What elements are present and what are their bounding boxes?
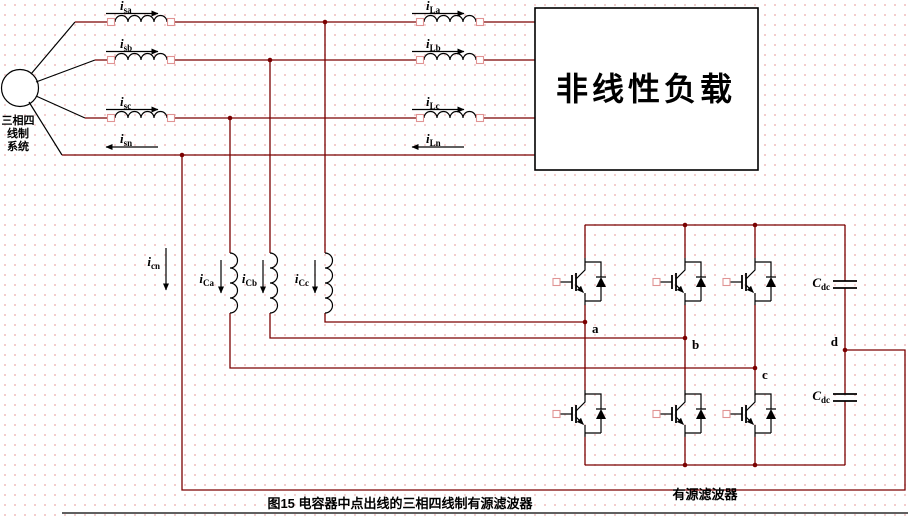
inductor-Ca <box>229 252 239 314</box>
label-node-d: d <box>831 334 839 349</box>
inductor-sa <box>114 14 168 23</box>
label-ica: iCa <box>199 271 214 288</box>
label-isc: isc <box>120 94 131 111</box>
label-node-c: c <box>762 367 768 382</box>
filter-tap-wires <box>229 22 326 253</box>
current-labels: isa isb isc isn iLa iLb iLc iLn iCa iCb … <box>120 0 441 288</box>
junction-dots <box>179 19 848 468</box>
generator-feeders <box>28 21 96 156</box>
label-isa: isa <box>120 0 132 15</box>
source-inductors <box>114 14 477 119</box>
igbt-top-leg-a <box>553 258 606 305</box>
label-isn: isn <box>120 131 132 148</box>
igbt-bridge <box>553 258 776 437</box>
label-node-a: a <box>592 321 599 336</box>
neutral-midpoint-loop-wire <box>181 155 906 491</box>
pin-pad <box>415 113 425 123</box>
pin-pad <box>475 55 485 65</box>
leg-bottom-stubs <box>584 437 756 465</box>
active-filter-label: 有源滤波器 <box>672 487 738 502</box>
pin-pad <box>475 113 485 123</box>
pin-pad <box>475 17 485 27</box>
label-ila: iLa <box>426 0 441 15</box>
coil-to-bridge-wires <box>229 313 755 369</box>
inductor-Lb <box>423 52 477 61</box>
inductor-sc <box>114 110 168 119</box>
load-label: 非线性负载 <box>556 71 736 107</box>
pin-pad <box>166 113 176 123</box>
pin-pad <box>106 17 116 27</box>
label-isb: isb <box>120 36 132 53</box>
inductor-sb <box>114 52 168 61</box>
inductor-Lc <box>423 110 477 119</box>
pin-pad <box>415 55 425 65</box>
pin-pad <box>415 17 425 27</box>
leg-top-stubs <box>584 225 756 258</box>
label-icc: iCc <box>295 271 309 288</box>
source-label-line3: 系统 <box>7 139 29 153</box>
inductor-Cc <box>324 252 334 314</box>
source-generator <box>0 21 96 156</box>
label-icn: icn <box>147 254 160 271</box>
igbt-bottom-leg-c <box>723 390 776 437</box>
bridge-wires <box>584 224 846 466</box>
capacitor-top-plates <box>833 280 857 289</box>
label-ilc: iLc <box>426 94 440 111</box>
pin-pad <box>166 55 176 65</box>
source-label: 三相四 线制 系统 <box>2 113 35 153</box>
label-icb: iCb <box>242 271 257 288</box>
igbt-top-leg-c <box>723 258 776 305</box>
current-arrows <box>105 10 465 294</box>
filter-branch-wires <box>181 22 906 491</box>
pin-pad <box>166 17 176 27</box>
load-box <box>534 7 759 171</box>
igbt-bottom-leg-a <box>553 390 606 437</box>
igbt-bottom-leg-b <box>653 390 706 437</box>
inductor-La <box>423 14 477 23</box>
nonlinear-load: 非线性负载 <box>534 7 759 171</box>
label-iln: iLn <box>426 131 441 148</box>
label-cdc-bottom: Cdc <box>812 388 830 405</box>
inductor-Cb <box>269 252 279 314</box>
source-label-line2: 线制 <box>7 126 29 140</box>
label-cdc-top: Cdc <box>812 275 830 292</box>
pin-pads <box>106 17 485 123</box>
dc-bus-wires <box>585 224 845 466</box>
leg-mid-wires <box>584 305 756 390</box>
igbt-top-leg-b <box>653 258 706 305</box>
figure-caption: 图15 电容器中点出线的三相四线制有源滤波器 <box>267 496 533 511</box>
generator-circle-icon <box>0 68 40 108</box>
node-labels: a b c d <box>592 321 839 382</box>
label-ilb: iLb <box>426 36 441 53</box>
capacitor-bottom-plates <box>833 393 857 402</box>
power-wires <box>62 21 535 156</box>
label-node-b: b <box>692 337 699 352</box>
pin-pad <box>106 113 116 123</box>
pin-pad <box>106 55 116 65</box>
dc-capacitors: Cdc Cdc <box>812 275 857 405</box>
source-label-line1: 三相四 <box>2 113 35 127</box>
